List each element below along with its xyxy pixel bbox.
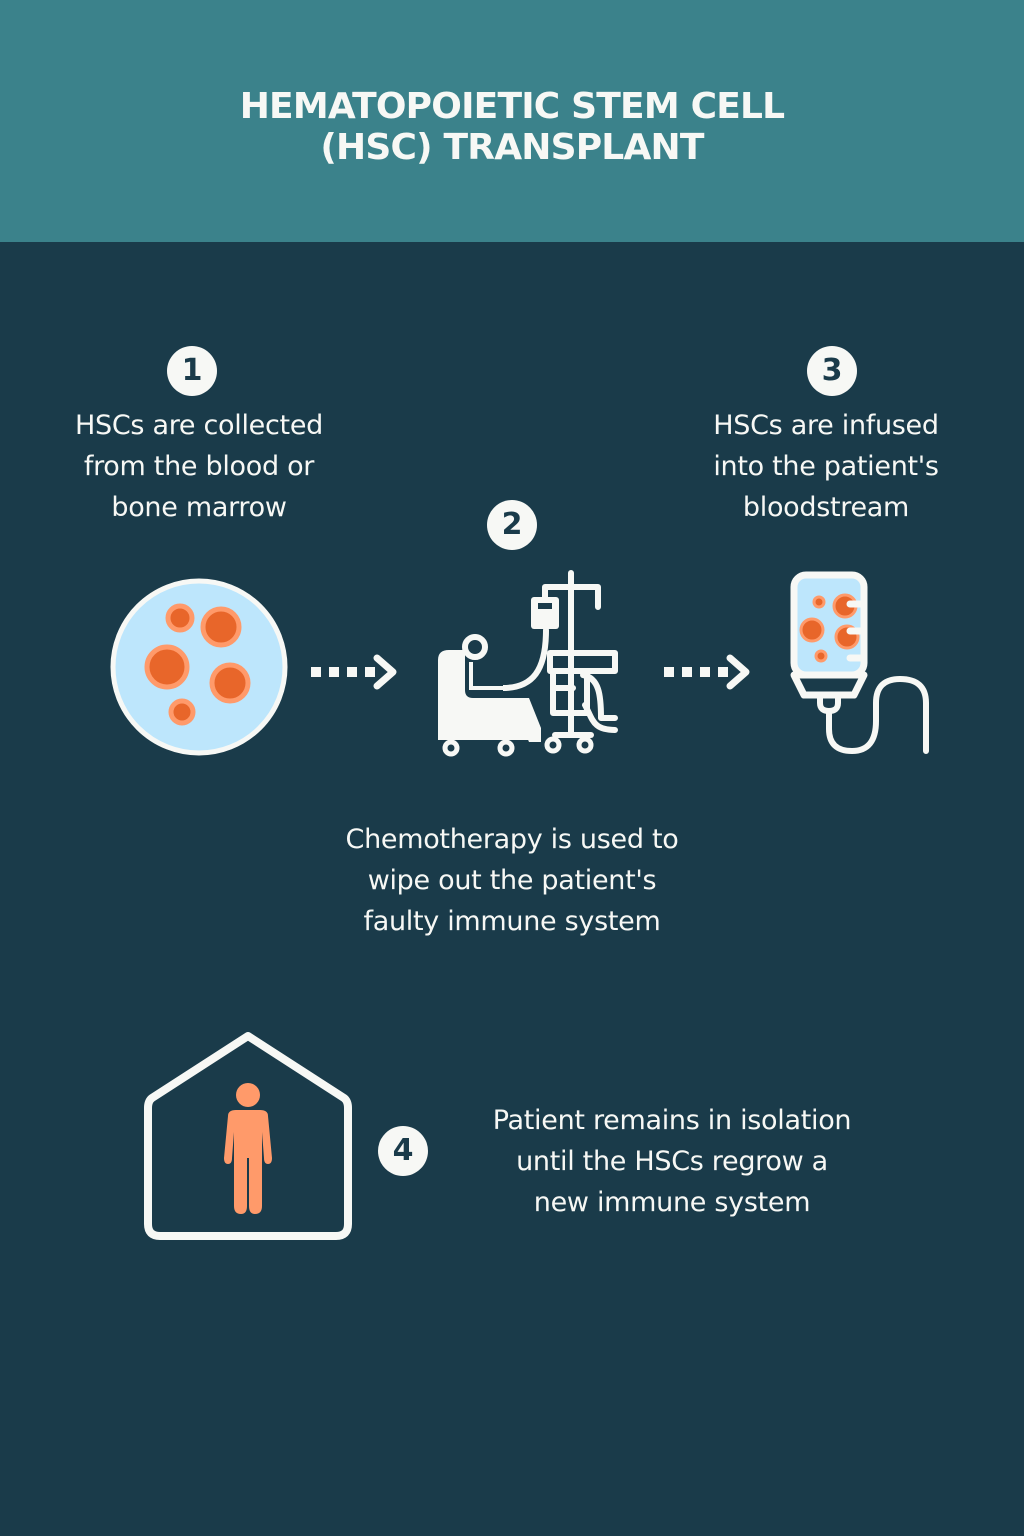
step-1-badge: 1 — [167, 346, 217, 396]
step-2-line-1: Chemotherapy is used to — [345, 824, 679, 855]
header-banner — [0, 0, 1024, 242]
step-1-caption: HSCs are collected from the blood or bon… — [0, 405, 398, 528]
title-line-1: HEMATOPOIETIC STEM CELL — [239, 86, 785, 127]
step-2-line-3: faulty immune system — [363, 906, 661, 937]
person-in-house-icon — [144, 1032, 352, 1240]
step-3-caption: HSCs are infused into the patient's bloo… — [650, 405, 1002, 528]
step-4-line-3: new immune system — [533, 1187, 811, 1218]
step-3-badge: 3 — [807, 346, 857, 396]
iv-bag-icon — [790, 571, 929, 755]
title-line-2: (HSC) TRANSPLANT — [320, 127, 704, 168]
step-4-badge: 4 — [378, 1126, 428, 1176]
chemotherapy-chair-iv-icon — [438, 570, 618, 757]
dotted-arrow-right-icon — [664, 654, 750, 690]
dotted-arrow-right-icon — [311, 654, 397, 690]
step-4-line-2: until the HSCs regrow a — [516, 1146, 828, 1177]
step-2-caption: Chemotherapy is used to wipe out the pat… — [262, 819, 762, 942]
step-3-line-1: HSCs are infused — [713, 410, 939, 441]
step-2-line-2: wipe out the patient's — [367, 865, 657, 896]
page-title: HEMATOPOIETIC STEM CELL (HSC) TRANSPLANT — [0, 86, 1024, 168]
step-3-line-3: bloodstream — [742, 492, 910, 523]
step-1-line-2: from the blood or — [83, 451, 315, 482]
step-1-line-3: bone marrow — [111, 492, 287, 523]
step-4-caption: Patient remains in isolation until the H… — [432, 1100, 912, 1223]
step-4-line-1: Patient remains in isolation — [492, 1105, 852, 1136]
step-3-line-2: into the patient's — [713, 451, 939, 482]
step-2-badge: 2 — [487, 500, 537, 550]
blood-cells-dish-icon — [110, 578, 288, 756]
step-1-line-1: HSCs are collected — [75, 410, 323, 441]
